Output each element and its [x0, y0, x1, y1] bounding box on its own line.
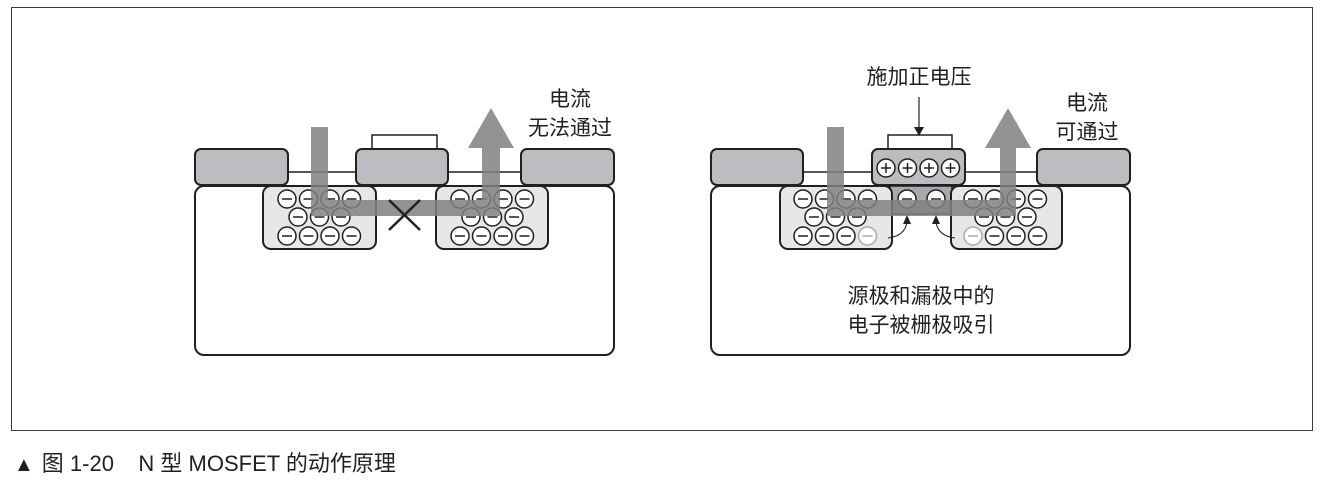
electron-icon: [514, 226, 535, 246]
figure-frame: [11, 7, 1313, 431]
blocked-x-icon: [388, 199, 421, 231]
positive-charge-icon: [897, 158, 918, 178]
source-electrode: [710, 148, 804, 186]
drain-electrode: [520, 148, 615, 186]
electron-icon: [341, 226, 362, 246]
electron-icon: [277, 189, 297, 209]
electron-icon: [836, 226, 856, 246]
note-line1: 源极和漏极中的: [848, 284, 995, 308]
electron-icon: [493, 226, 513, 246]
current-arrow: [827, 108, 1031, 216]
electron-icon: [793, 189, 813, 209]
electron-icon: [804, 207, 824, 227]
current-label-line1: 电流: [1066, 91, 1108, 115]
source-electrode: [194, 148, 289, 186]
electron-icon: [963, 226, 983, 246]
positive-charge-icon: [919, 158, 939, 178]
gate-contact: [371, 134, 438, 151]
gate-electrode: [871, 148, 966, 186]
gate-electrode: [355, 148, 449, 186]
electron-icon: [288, 207, 308, 227]
electron-icon: [814, 226, 835, 246]
panel-off: 电流 无法通过: [194, 87, 615, 356]
panel-on: 施加正电压 电流 可通过 源极和漏极中的 电子被栅极吸引: [710, 65, 1131, 356]
positive-charge-icon: [876, 158, 896, 178]
electron-icon: [298, 226, 319, 246]
figure-caption: ▲ 图 1-20 N 型 MOSFET 的动作原理: [14, 446, 396, 478]
electron-icon: [1006, 226, 1026, 246]
electron-icon: [471, 226, 492, 246]
figure-title: N 型 MOSFET 的动作原理: [138, 451, 396, 476]
positive-charge-icon: [940, 158, 961, 178]
attraction-arrowhead-icon: [932, 215, 940, 224]
attraction-arrows: [887, 221, 956, 239]
electron-icon: [1027, 226, 1048, 246]
attraction-arrowhead-icon: [903, 215, 911, 224]
electron-icon: [514, 189, 535, 209]
gate-positive-charges: [876, 158, 961, 178]
electron-icon: [450, 226, 470, 246]
figure-number: 图 1-20: [41, 451, 114, 476]
electron-icon: [277, 226, 297, 246]
electron-icon: [320, 226, 340, 246]
voltage-arrowhead-icon: [914, 127, 924, 136]
electron-icon: [1017, 207, 1037, 227]
current-arrow: [311, 108, 514, 216]
gate-contact: [887, 134, 953, 151]
note-line2: 电子被栅极吸引: [848, 313, 995, 337]
electron-icon: [984, 226, 1005, 246]
drain-electrode: [1036, 148, 1131, 186]
electron-icon: [1027, 189, 1048, 209]
gate-label: 施加正电压: [867, 65, 972, 89]
electron-icon: [793, 226, 813, 246]
current-label-line1: 电流: [549, 87, 591, 111]
electron-icon: [504, 207, 524, 227]
current-label-line2: 无法通过: [528, 116, 612, 140]
triangle-marker-icon: ▲: [14, 454, 34, 476]
electron-icon: [857, 226, 878, 246]
current-label-line2: 可通过: [1056, 120, 1119, 144]
